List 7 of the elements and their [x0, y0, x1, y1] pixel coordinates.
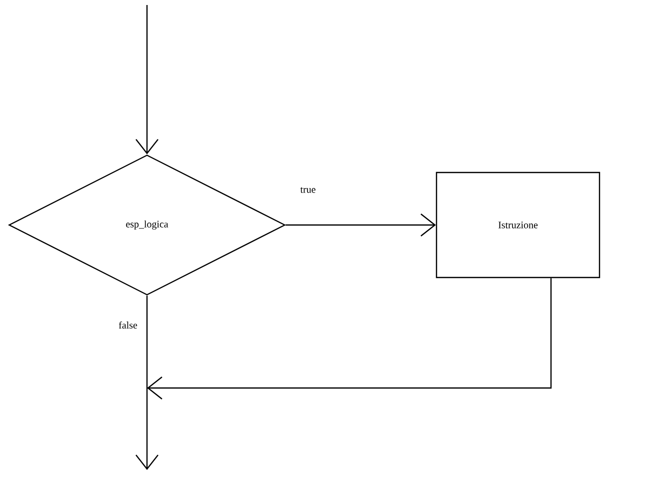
process-box: Istruzione	[436, 172, 600, 278]
edge-label: true	[299, 186, 317, 194]
arrow	[136, 296, 158, 470]
arrow	[286, 214, 436, 236]
arrow	[147, 278, 552, 400]
edge-label: false	[118, 320, 138, 330]
arrow	[136, 5, 158, 154]
